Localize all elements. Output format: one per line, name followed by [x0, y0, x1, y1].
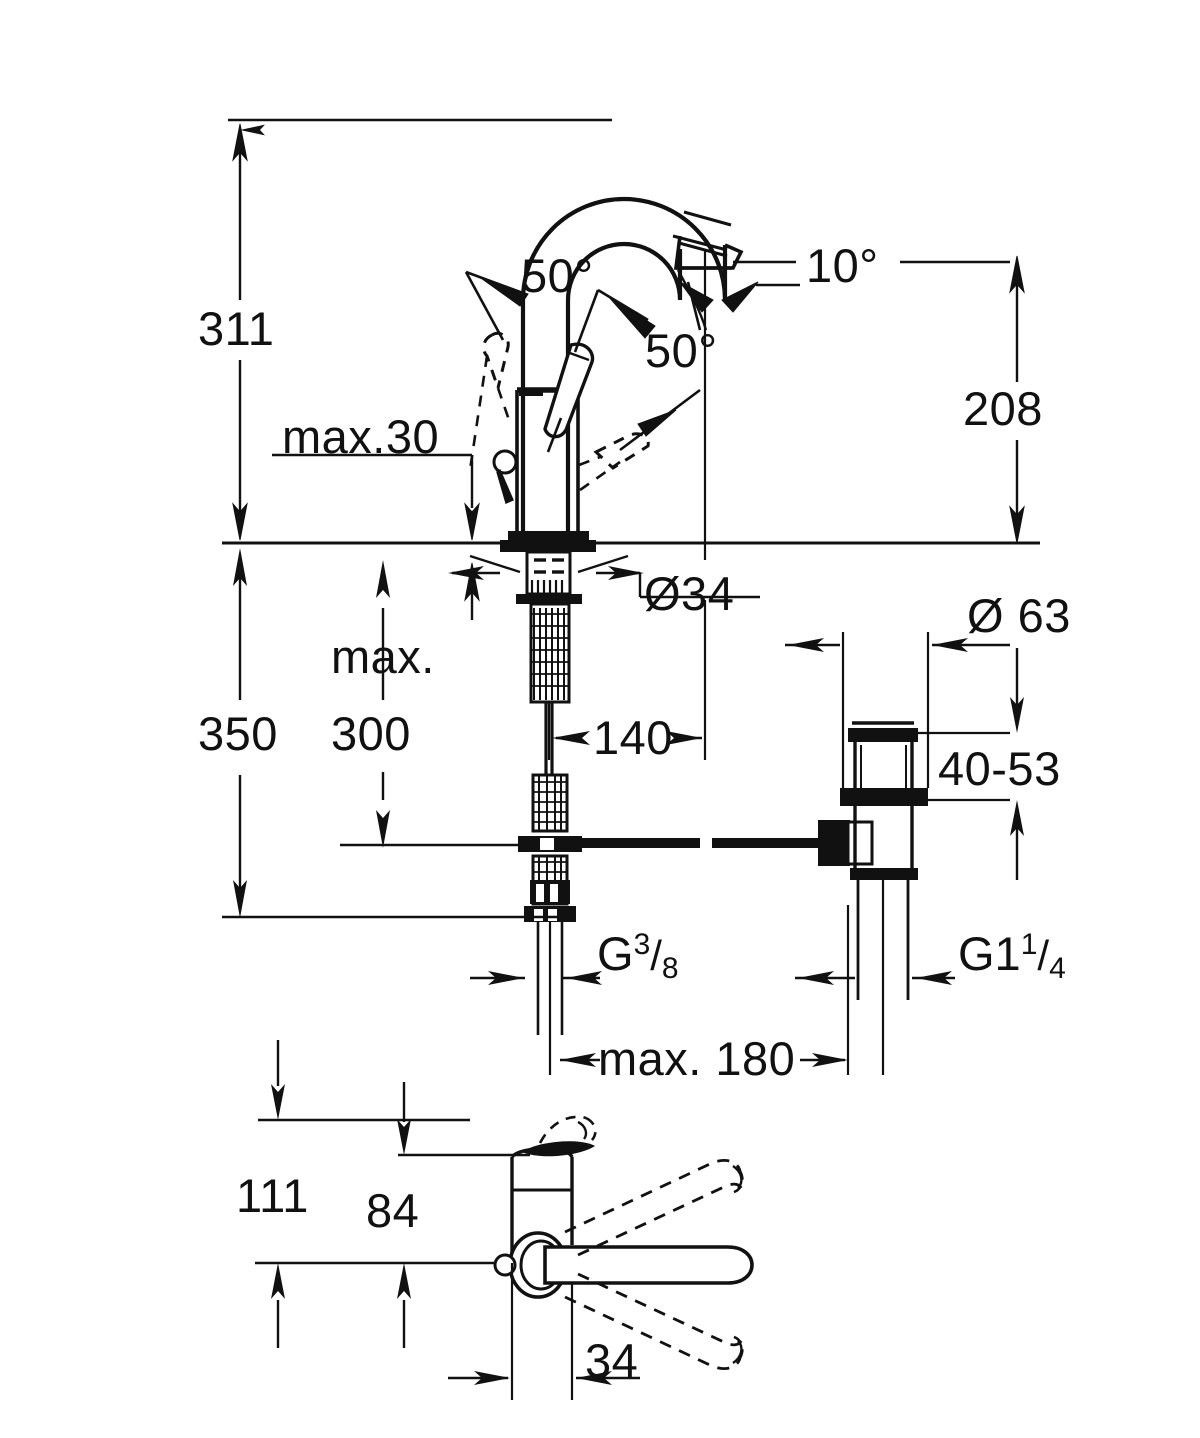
angle-swivel-left: 50°	[521, 249, 594, 302]
thread-supply-slash: /	[650, 932, 662, 979]
dim-waste-flange-diameter: Ø 63	[967, 589, 1071, 642]
dim-max-hose-reach: 300	[331, 707, 411, 760]
thread-waste-slash: /	[1037, 932, 1050, 979]
thread-waste-numerator: 1	[1020, 928, 1038, 961]
dim-plan-body-width: 34	[585, 1334, 639, 1387]
dim-plan-handle-depth: 84	[366, 1184, 420, 1237]
dim-spout-height: 208	[963, 382, 1043, 435]
dim-shank-length-total: 350	[198, 707, 278, 760]
dim-body-diameter: Ø34	[644, 567, 735, 620]
dim-plan-total-depth: 111	[236, 1169, 309, 1222]
dim-waste-adjust-range: 40-53	[938, 742, 1061, 795]
angle-aerator-tilt: 10°	[806, 239, 879, 292]
angle-swivel-right: 50°	[645, 324, 718, 377]
dim-total-height: 311	[198, 302, 275, 355]
thread-waste-prefix: G1	[958, 927, 1021, 980]
dim-spout-reach: 140	[593, 711, 673, 764]
thread-waste-label: G11/4	[958, 927, 1066, 984]
thread-waste-denominator: 4	[1049, 952, 1066, 985]
dim-max-deck-thickness: max.30	[282, 410, 440, 463]
thread-supply-prefix: G	[597, 927, 634, 980]
thread-supply-denominator: 8	[661, 952, 679, 985]
thread-supply-label: G3/8	[597, 927, 679, 984]
dim-max-word: max.	[331, 630, 435, 683]
dim-hose-max-length: max. 180	[598, 1032, 796, 1085]
thread-supply-numerator: 3	[633, 928, 651, 961]
